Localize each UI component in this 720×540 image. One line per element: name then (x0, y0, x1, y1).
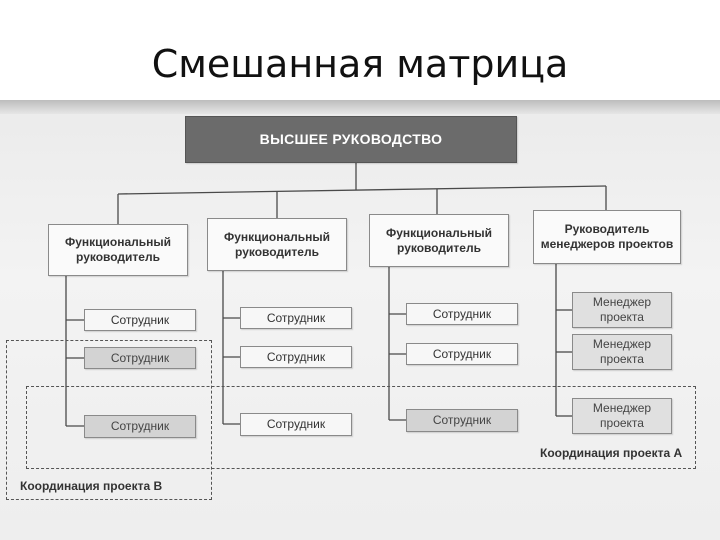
employee-c2-r2: Сотрудник (240, 346, 352, 368)
photo-top-edge (0, 100, 720, 114)
employee-c2-r3: Сотрудник (240, 413, 352, 436)
functional-head-3: Функциональный руководитель (369, 214, 509, 267)
employee-c1-r1: Сотрудник (84, 309, 196, 331)
coordination-project-a-label: Координация проекта А (540, 446, 683, 460)
coordination-project-b-label: Координация проекта В (20, 479, 163, 493)
coordination-project-a-region (26, 386, 696, 469)
project-managers-head: Руководитель менеджеров проектов (533, 210, 681, 264)
employee-c2-r1: Сотрудник (240, 307, 352, 329)
functional-head-1: Функциональный руководитель (48, 224, 188, 276)
functional-head-2: Функциональный руководитель (207, 218, 347, 271)
employee-c1-r2: Сотрудник (84, 347, 196, 369)
coordination-project-b-region (6, 340, 212, 500)
project-manager-2: Менеджер проекта (572, 334, 672, 370)
employee-c1-r3: Сотрудник (84, 415, 196, 438)
top-management-box: ВЫСШЕЕ РУКОВОДСТВО (185, 116, 517, 163)
employee-c3-r1: Сотрудник (406, 303, 518, 325)
slide-title: Смешанная матрица (151, 42, 569, 86)
employee-c3-r3: Сотрудник (406, 409, 518, 432)
project-manager-1: Менеджер проекта (572, 292, 672, 328)
project-manager-3: Менеджер проекта (572, 398, 672, 434)
employee-c3-r2: Сотрудник (406, 343, 518, 365)
